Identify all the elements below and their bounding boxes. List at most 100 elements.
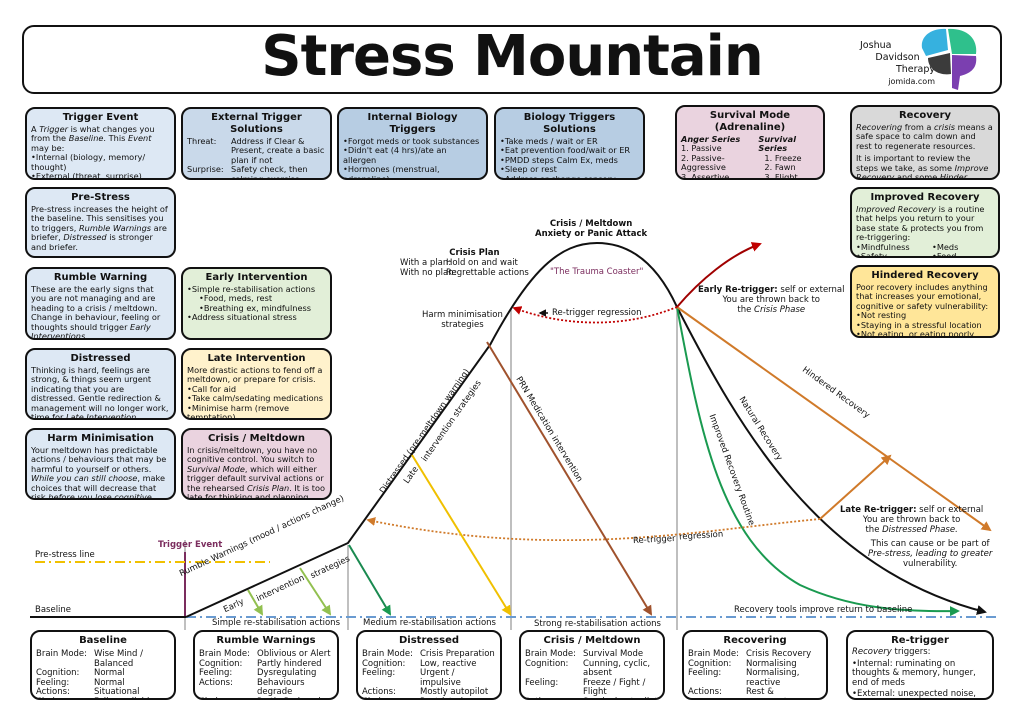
emphasis-text: Distressed bbox=[63, 232, 107, 243]
box-title: Harm Minimisation bbox=[47, 433, 154, 444]
phase-key: Brain Mode: bbox=[525, 649, 577, 659]
note-text: the bbox=[737, 305, 755, 315]
phase-row: Actions:Mostly autopilot bbox=[362, 688, 496, 698]
phase-key: Feeling: bbox=[688, 668, 722, 679]
hindered-recovery-label: Hindered Recovery bbox=[800, 365, 872, 421]
box-line: •External: unexpected noise, feeling of … bbox=[852, 689, 976, 700]
plan-key: With a plan: bbox=[400, 258, 452, 268]
emphasis-text: Hinder Recovery bbox=[939, 172, 968, 180]
phase-title: Re-trigger bbox=[891, 635, 949, 646]
box-line: In crisis/meltdown, you have no cognitiv… bbox=[187, 445, 325, 500]
box-line: •Sleep or rest bbox=[500, 164, 557, 175]
phase-value: Restricted bbox=[420, 697, 463, 698]
phase-key: Feeling: bbox=[362, 668, 396, 679]
logo-text: Joshua Davidson Therapy jomida.com bbox=[860, 40, 935, 88]
box-line: •External (threat, surprise) bbox=[31, 171, 142, 180]
phase-row: Cognition:Low, reactive bbox=[362, 658, 496, 670]
box-line: •Hormones (menstrual, adrenaline) bbox=[343, 164, 440, 180]
note-text: You are thrown back to bbox=[722, 295, 820, 305]
emphasis-text: Recovery bbox=[852, 647, 892, 657]
box-line: •Not eating, or eating poorly bbox=[856, 329, 975, 338]
phase-row: Feeling:Normal bbox=[36, 678, 170, 689]
phase-key: Cognition: bbox=[199, 658, 243, 669]
logo-line: Therapy bbox=[895, 64, 935, 75]
phase-key: Brain Mode: bbox=[362, 649, 414, 659]
note-text: vulnerability. bbox=[902, 559, 958, 569]
intervention-label: intervention bbox=[255, 573, 307, 605]
phase-row: Choices:Restricted bbox=[362, 697, 496, 698]
trauma-coaster-label: "The Trauma Coaster" bbox=[550, 267, 644, 277]
emphasis-text: before you lose cognitive control /choic… bbox=[48, 492, 152, 500]
phase-row: Actions:Survival autopilot bbox=[525, 697, 659, 698]
peak-label: Crisis / Meltdown Anxiety or Panic Attac… bbox=[535, 219, 647, 239]
box-title: Improved Recovery bbox=[870, 192, 980, 203]
logo-line: Joshua bbox=[860, 40, 892, 51]
phase-value: Freeze / Fight / Flight bbox=[583, 677, 646, 698]
box-line: •Eat prevention food/wait or ER bbox=[500, 145, 631, 156]
note-text: Pre-stress, leading to greater bbox=[868, 549, 993, 559]
late-intervention-arrow bbox=[411, 454, 512, 616]
retrigger-label: Re-trigger bbox=[632, 533, 676, 547]
peak-line: Anxiety or Panic Attack bbox=[535, 229, 648, 239]
baseline-label: Baseline bbox=[35, 605, 72, 615]
phase-key: Brain Mode: bbox=[688, 649, 740, 659]
phase-key: Choice: bbox=[199, 697, 257, 698]
prn-label: PRN Medication intervention bbox=[513, 375, 585, 484]
phase-value: Wise Mind / Balanced bbox=[94, 649, 143, 669]
phase-row: Cognition:Partly hindered bbox=[199, 658, 333, 670]
phase-value: Survival autopilot bbox=[583, 697, 658, 698]
phase-row: Choices:Fully available bbox=[36, 697, 170, 698]
emphasis-text: Event bbox=[127, 133, 152, 144]
grid-item: •Safety bbox=[856, 251, 888, 258]
phase-key: Feeling: bbox=[525, 677, 559, 688]
box-line: Recovering from a crisis means a safe sp… bbox=[856, 122, 993, 151]
recovery-tools-label: Recovery tools improve return to baselin… bbox=[734, 605, 913, 615]
box-title: Recovery bbox=[898, 110, 952, 121]
phase-value: Partly Reduced bbox=[257, 697, 321, 698]
emphasis-text: crisis bbox=[934, 122, 955, 132]
series-title: Survival Series bbox=[758, 134, 819, 154]
crisis-plan: Crisis Plan With a plan:Hold on and wait… bbox=[400, 248, 529, 278]
phase-row: Feeling: Freeze / Fight / Flight bbox=[525, 677, 659, 698]
box-title: Distressed bbox=[70, 353, 131, 364]
harm-strategies-label: Harm minimisation strategies bbox=[422, 310, 503, 330]
early-retrigger-title: Early Re-trigger: bbox=[698, 285, 778, 295]
note-text: Distressed Phase. bbox=[882, 525, 958, 535]
grid-item: •Food bbox=[932, 251, 957, 258]
phase-row: Brain Mode:Wise Mind / Balanced bbox=[36, 649, 170, 669]
box-line: These are the early signs that you are n… bbox=[31, 284, 161, 340]
note-text: You are thrown back to bbox=[862, 515, 961, 525]
phase-row: Feeling:Urgent / impulsive bbox=[362, 668, 496, 688]
phase-value: Oblivious or Alert bbox=[257, 649, 331, 659]
box-line: Improved Recovery is a routine that help… bbox=[856, 204, 985, 243]
strong-restab-label: Strong re-stabilisation actions bbox=[534, 619, 661, 629]
emphasis-text: Crisis Plan bbox=[246, 482, 290, 493]
box-title: External Trigger Solutions bbox=[211, 112, 302, 135]
box-title: Internal Biology Triggers bbox=[367, 112, 458, 135]
phase-row: Brain Mode:Crisis Recovery bbox=[688, 649, 822, 660]
box-line: More drastic actions to fend off a meltd… bbox=[187, 365, 323, 385]
series-item: 3. Flight bbox=[764, 171, 798, 180]
phase-key: Cognition: bbox=[362, 658, 406, 669]
phase-title: Recovering bbox=[723, 635, 787, 646]
box-line: Poor recovery includes anything that inc… bbox=[856, 282, 989, 311]
emphasis-text: Improve Recovery bbox=[856, 162, 989, 180]
emphasis-text: Trigger bbox=[39, 124, 69, 134]
box-line: •PMDD steps Calm Ex, meds bbox=[500, 154, 618, 165]
harm-line: strategies bbox=[441, 320, 484, 330]
regression-label: regression bbox=[678, 529, 724, 543]
box-line: •Take meds / wait or ER bbox=[500, 136, 598, 146]
emphasis-text: Recovering bbox=[856, 122, 903, 132]
phase-value: Cunning, cyclic, absent bbox=[583, 658, 651, 679]
